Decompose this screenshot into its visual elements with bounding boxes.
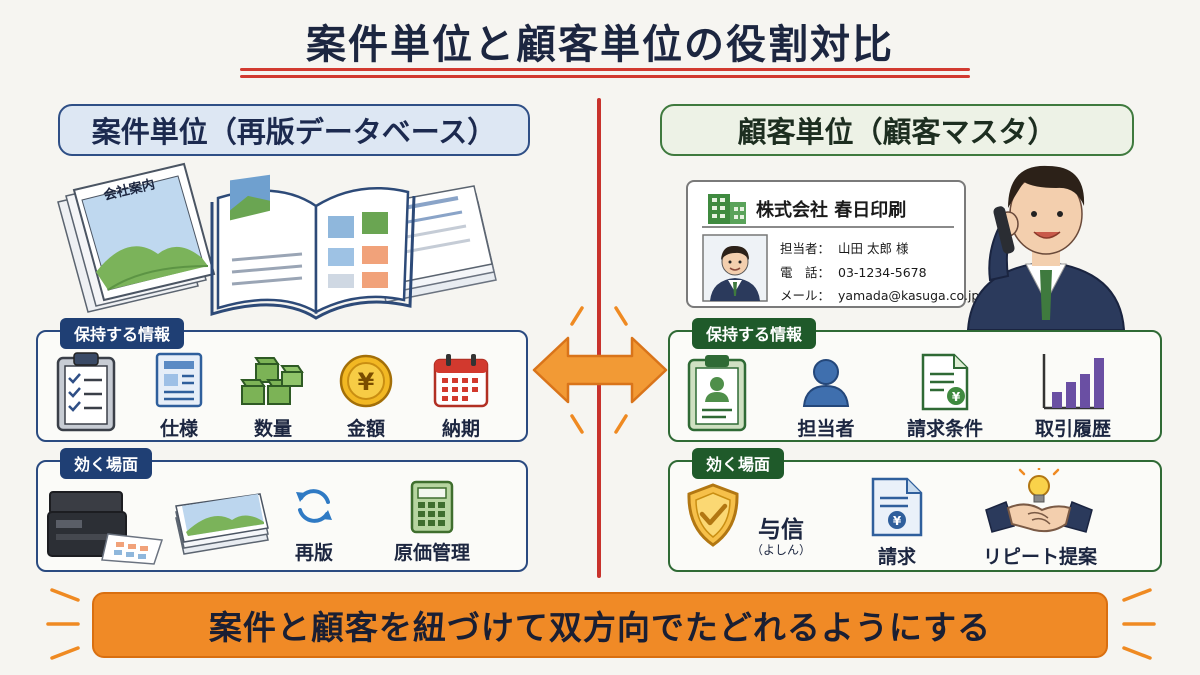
billing-terms-document-icon: ¥ xyxy=(921,353,969,411)
use-label-repeat-proposal: リピート提案 xyxy=(982,546,1097,568)
double-arrow-icon xyxy=(532,336,668,404)
use-label-reprint: 再版 xyxy=(294,542,333,564)
info-label-history: 取引履歴 xyxy=(1034,418,1111,440)
yen-coin-icon: ¥ xyxy=(339,354,393,408)
left-heading: 案件単位（再版データベース） xyxy=(58,104,530,156)
spec-document-icon xyxy=(155,352,203,408)
info-label-quantity: 数量 xyxy=(253,418,292,440)
yen-symbol: ¥ xyxy=(358,368,375,396)
card-row-key: 担当者： xyxy=(780,241,831,256)
card-divider xyxy=(702,226,954,228)
info-label-contact: 担当者 xyxy=(797,418,855,440)
clipboard-checklist-icon xyxy=(56,352,116,432)
boxes-quantity-icon xyxy=(240,357,304,405)
summary-banner: 案件と顧客を紐づけて双方向でたどれるようにする xyxy=(92,592,1108,658)
yen-symbol: ¥ xyxy=(893,514,902,528)
banner-spark-left xyxy=(46,588,80,660)
profile-clipboard-icon xyxy=(687,355,747,432)
card-row-contact: 担当者： 山田 太郎 様 xyxy=(780,238,908,257)
card-row-key: 電 話： xyxy=(780,265,831,280)
refresh-cycle-icon xyxy=(296,489,332,523)
right-heading: 顧客単位（顧客マスタ） xyxy=(660,104,1134,156)
calculator-icon xyxy=(410,480,454,534)
phone-handset-icon xyxy=(993,206,1015,254)
handshake-idea-icon xyxy=(985,468,1093,533)
card-company-name: 株式会社 春日印刷 xyxy=(756,200,907,221)
card-row-key: メール： xyxy=(780,288,831,303)
spark-lines xyxy=(570,306,628,434)
card-portrait-avatar xyxy=(702,234,768,302)
center-divider xyxy=(597,98,601,578)
use-label-cost-control: 原価管理 xyxy=(393,542,470,564)
use-label-credit-reading: （よしん） xyxy=(750,543,811,557)
right-info-panel: 保持する情報 xyxy=(668,318,1162,442)
office-building-icon xyxy=(708,194,746,224)
brochure-illustration xyxy=(57,162,497,320)
card-row-email: メール： yamada@kasuga.co.jp xyxy=(780,285,979,304)
page-title: 案件単位と顧客単位の役割対比 xyxy=(306,22,894,68)
business-card: 株式会社 春日印刷 担当者： 山田 太郎 様 電 話： 03-1234-5678 メ… xyxy=(686,180,979,308)
use-label-credit: 与信 xyxy=(758,517,804,543)
right-info-tag: 保持する情報 xyxy=(692,318,817,349)
card-row-value: yamada@kasuga.co.jp xyxy=(838,288,980,303)
printer-icon xyxy=(47,491,164,565)
right-use-tag: 効く場面 xyxy=(692,448,785,479)
brochure-stack-icon xyxy=(57,162,216,313)
title-underline-2 xyxy=(240,75,970,78)
double-arrow-illustration xyxy=(532,306,668,434)
lightbulb-icon xyxy=(1018,468,1060,503)
open-book-icon xyxy=(210,174,416,320)
businessman-on-phone-illustration xyxy=(966,165,1126,330)
card-row-value: 山田 太郎 様 xyxy=(838,241,909,256)
left-use-tag: 効く場面 xyxy=(60,448,153,479)
calendar-icon xyxy=(433,354,489,408)
card-row-phone: 電 話： 03-1234-5678 xyxy=(780,262,927,281)
card-row-value: 03-1234-5678 xyxy=(838,265,927,280)
yen-symbol: ¥ xyxy=(952,390,961,404)
contact-person-icon xyxy=(802,359,850,407)
banner-spark-right xyxy=(1122,588,1156,660)
transaction-history-bar-icon xyxy=(1042,354,1104,410)
info-label-spec: 仕様 xyxy=(159,418,198,440)
left-info-tag: 保持する情報 xyxy=(60,318,185,349)
info-label-billing-terms: 請求条件 xyxy=(906,418,983,440)
invoice-document-icon: ¥ xyxy=(871,477,923,537)
info-label-deadline: 納期 xyxy=(441,418,480,440)
info-label-amount: 金額 xyxy=(346,418,385,440)
reprint-stack-icon xyxy=(175,493,269,555)
credit-shield-icon xyxy=(687,483,739,547)
use-label-billing: 請求 xyxy=(877,546,916,568)
title-underline xyxy=(240,68,970,71)
